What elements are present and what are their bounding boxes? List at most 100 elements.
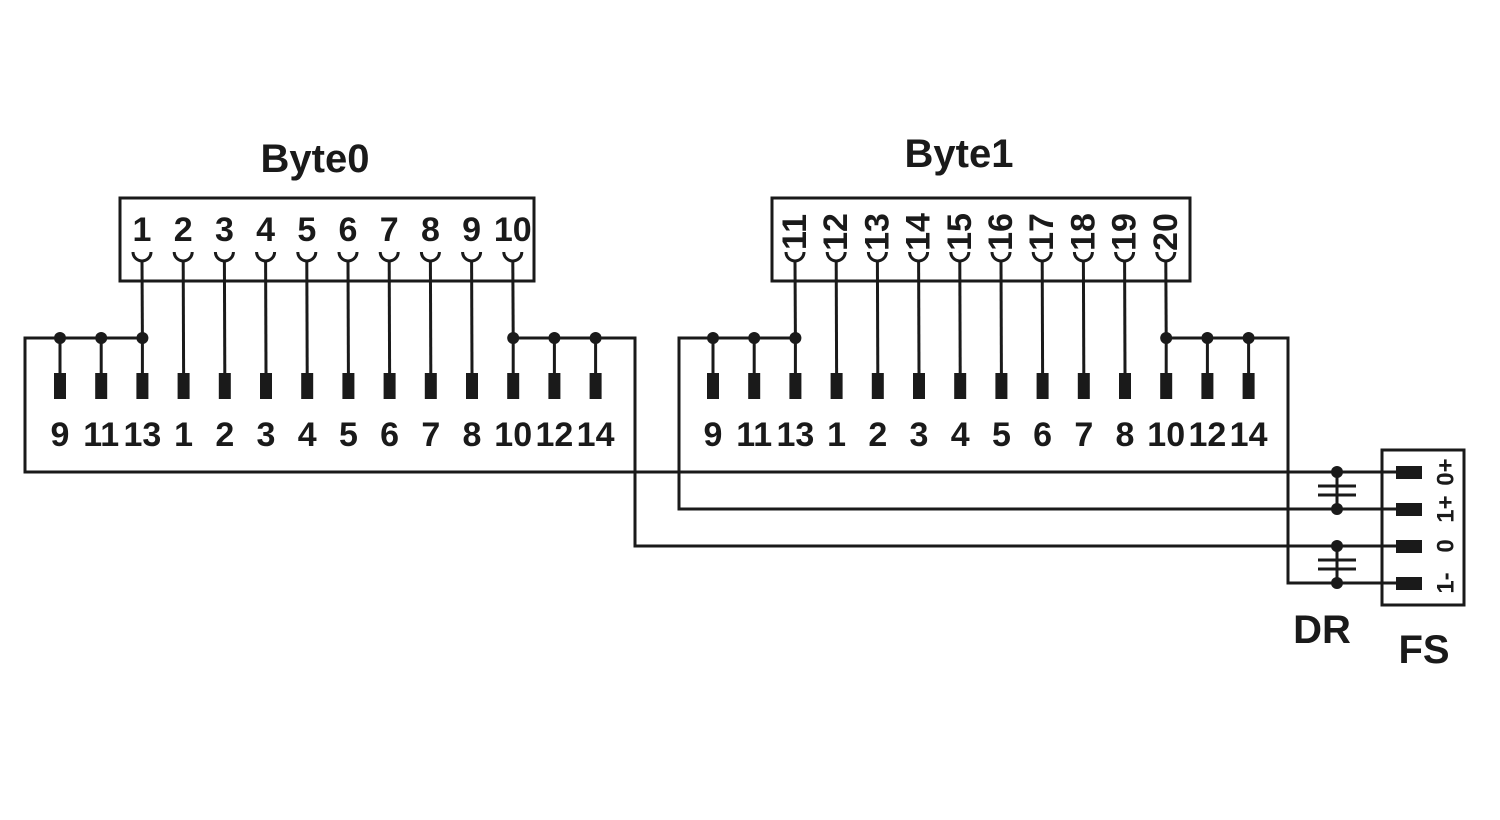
byte1-socket [1155, 251, 1177, 263]
fs-label: FS [1398, 628, 1449, 672]
byte1-junction-dot [707, 332, 719, 344]
byte1-bottom-pin-label: 8 [1116, 416, 1135, 454]
byte0-terminal-block [424, 373, 437, 399]
byte0-module-outline [23, 336, 1398, 548]
fs-pin-label: 1+ [1433, 495, 1460, 522]
byte1-junction-dot [1242, 332, 1255, 344]
byte1-bottom-pin-label: 10 [1147, 416, 1185, 454]
fs-terminal [1396, 540, 1422, 553]
byte1-junction-dot [1201, 332, 1214, 344]
byte0-bottom-pin-label: 6 [380, 416, 399, 454]
byte1-junction-dot [748, 332, 761, 344]
byte0-bottom-pin-label: 10 [494, 416, 532, 454]
byte0-socket [296, 251, 318, 263]
byte1-socket [825, 251, 847, 263]
byte1-top-pin-label: 18 [1064, 213, 1102, 251]
byte1-junction-dot [1160, 332, 1173, 344]
byte0-socket [337, 251, 359, 263]
byte1-header-box [770, 196, 1192, 283]
fs-terminal [1396, 503, 1422, 516]
byte1-terminal-block [1036, 373, 1049, 399]
byte0-terminal-block [54, 373, 66, 399]
dr-plates [1318, 484, 1356, 571]
fs-pin-label: 0 [1433, 539, 1460, 552]
byte1-bottom-pin-label: 1 [827, 416, 846, 454]
byte1-terminal-block [707, 373, 719, 399]
byte1-top-pin-label: 15 [941, 213, 979, 251]
byte0-bottom-pin-label: 12 [535, 416, 573, 454]
byte1-socket [949, 251, 971, 263]
byte1-socket [784, 251, 806, 263]
fs-terminal [1396, 577, 1422, 590]
byte0-terminal-block [260, 373, 272, 399]
byte0-socket [461, 251, 483, 263]
byte0-bottom-pin-label: 2 [215, 416, 234, 454]
fs-pin-label: 0+ [1433, 458, 1460, 485]
byte0-bottom-pin-label: 5 [339, 416, 358, 454]
byte1-bottom-pin-label: 13 [776, 416, 814, 454]
byte1-bottom-pin-label: 2 [868, 416, 887, 454]
byte0-socket [172, 251, 194, 263]
junction-dot [1331, 466, 1343, 478]
byte1-bottom-pin-label: 3 [910, 416, 929, 454]
byte0-junction-dot [589, 332, 602, 344]
byte0-terminal-block [218, 373, 231, 399]
byte1-terminal-block [954, 373, 967, 399]
byte0-terminal-block [95, 373, 108, 399]
byte0-junction-dot [95, 332, 108, 344]
byte1-title: Byte1 [905, 132, 1014, 176]
byte0-header-box [118, 196, 536, 283]
fs-pin-label: 1- [1433, 572, 1460, 593]
byte1-terminal-block [913, 373, 925, 399]
byte0-bottom-pin-label: 13 [123, 416, 161, 454]
byte0-bottom-pin-label: 1 [174, 416, 193, 454]
byte0-terminal-block [342, 373, 355, 399]
byte1-terminal-block [871, 373, 884, 399]
byte0-bottom-pin-label: 7 [421, 416, 440, 454]
byte0-bottom-pin-label: 9 [51, 416, 70, 454]
byte1-top-pin-label: 16 [982, 213, 1020, 251]
byte1-bottom-pin-label: 12 [1188, 416, 1226, 454]
byte1-socket [990, 251, 1012, 263]
byte0-terminal-block [177, 373, 190, 399]
byte1-terminal-block [1119, 373, 1131, 399]
byte0-socket [419, 251, 441, 263]
byte1-top-pin-label: 11 [776, 214, 814, 250]
byte0-junction-dot [507, 332, 520, 344]
byte1-terminal-block [789, 373, 802, 399]
byte0-top-pin-label: 10 [494, 211, 532, 249]
dr-label: DR [1293, 608, 1351, 652]
byte0-top-pin-label: 4 [256, 211, 275, 249]
byte0-junction-dot [548, 332, 561, 344]
byte0-bottom-pin-label: 4 [298, 416, 317, 454]
byte0-terminal-block [589, 373, 602, 399]
byte0-top-pin-label: 5 [297, 211, 316, 249]
byte1-socket [908, 251, 930, 263]
byte1-bottom-pin-label: 11 [736, 416, 772, 454]
byte1-terminal-block [1160, 373, 1173, 399]
byte1-socket [1031, 251, 1053, 263]
byte1-bottom-pin-label: 7 [1074, 416, 1093, 454]
byte1-bottom-pin-label: 4 [951, 416, 970, 454]
byte1-terminal-block [1077, 373, 1090, 399]
byte0-socket [213, 251, 235, 263]
byte0-socket [255, 251, 277, 263]
byte0-junction-dot [136, 332, 149, 344]
byte0-socket [131, 251, 153, 263]
byte0-title: Byte0 [261, 137, 370, 181]
fs-box [1380, 448, 1466, 607]
junction-dot [1331, 503, 1343, 515]
fs-terminals [1396, 466, 1422, 590]
byte1-bottom-pin-label: 14 [1230, 416, 1268, 454]
byte0-socket [502, 251, 524, 263]
dr-junctions [1331, 466, 1343, 589]
byte1-terminal-block [995, 373, 1008, 399]
byte1-bottom-pin-label: 9 [704, 416, 723, 454]
byte0-top-pin-label: 1 [133, 211, 152, 249]
byte0-top-pin-label: 8 [421, 211, 440, 249]
byte0-bottom-pin-label: 11 [83, 416, 119, 454]
byte1-socket [866, 251, 888, 263]
byte1-bottom-pin-label: 5 [992, 416, 1011, 454]
wiring [23, 196, 1466, 607]
